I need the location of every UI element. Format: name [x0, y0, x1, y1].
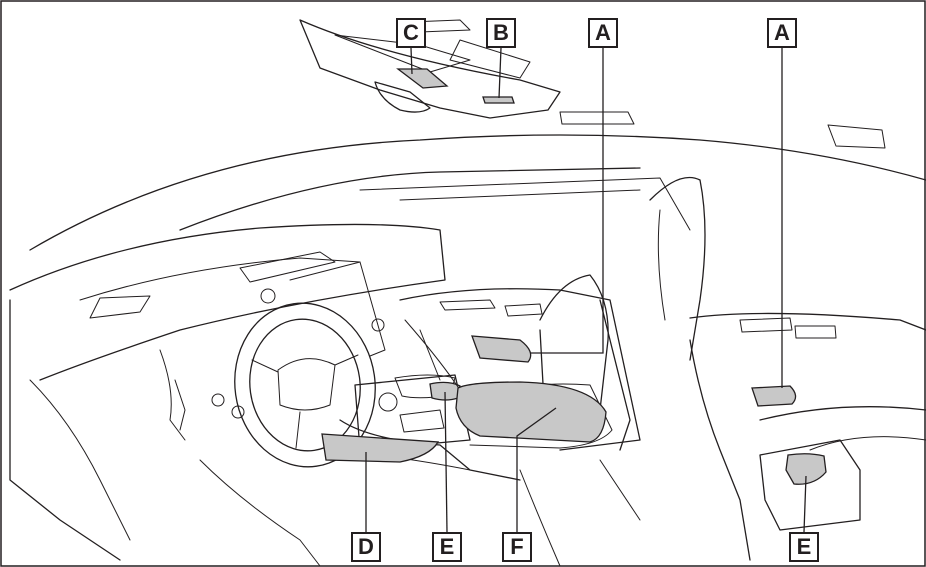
- overhead-storage-c: [396, 68, 449, 89]
- callout-label-f: F: [502, 532, 532, 562]
- dashboard: [9, 223, 446, 561]
- callout-label-b: B: [486, 18, 516, 48]
- callout-label-d: D: [351, 532, 381, 562]
- door-pocket-front-a: [471, 335, 532, 363]
- floor-tray-d: [321, 433, 440, 463]
- rear-section: [199, 312, 926, 567]
- overhead-storage-b: [482, 96, 515, 104]
- callout-label-c: C: [396, 18, 426, 48]
- callout-label-a-front: A: [588, 18, 618, 48]
- front-door: [399, 288, 641, 451]
- console-box-f: [455, 381, 607, 443]
- front-seats: [469, 176, 706, 451]
- cup-holder-rear-e: [785, 453, 827, 485]
- roofline: [29, 134, 926, 251]
- steering-wheel: [234, 302, 376, 468]
- leader-lines: [365, 47, 807, 533]
- callout-label-e-rear: E: [789, 532, 819, 562]
- callout-label-e-center: E: [432, 532, 462, 562]
- callout-label-a-rear: A: [767, 18, 797, 48]
- door-pocket-rear-a: [751, 385, 797, 407]
